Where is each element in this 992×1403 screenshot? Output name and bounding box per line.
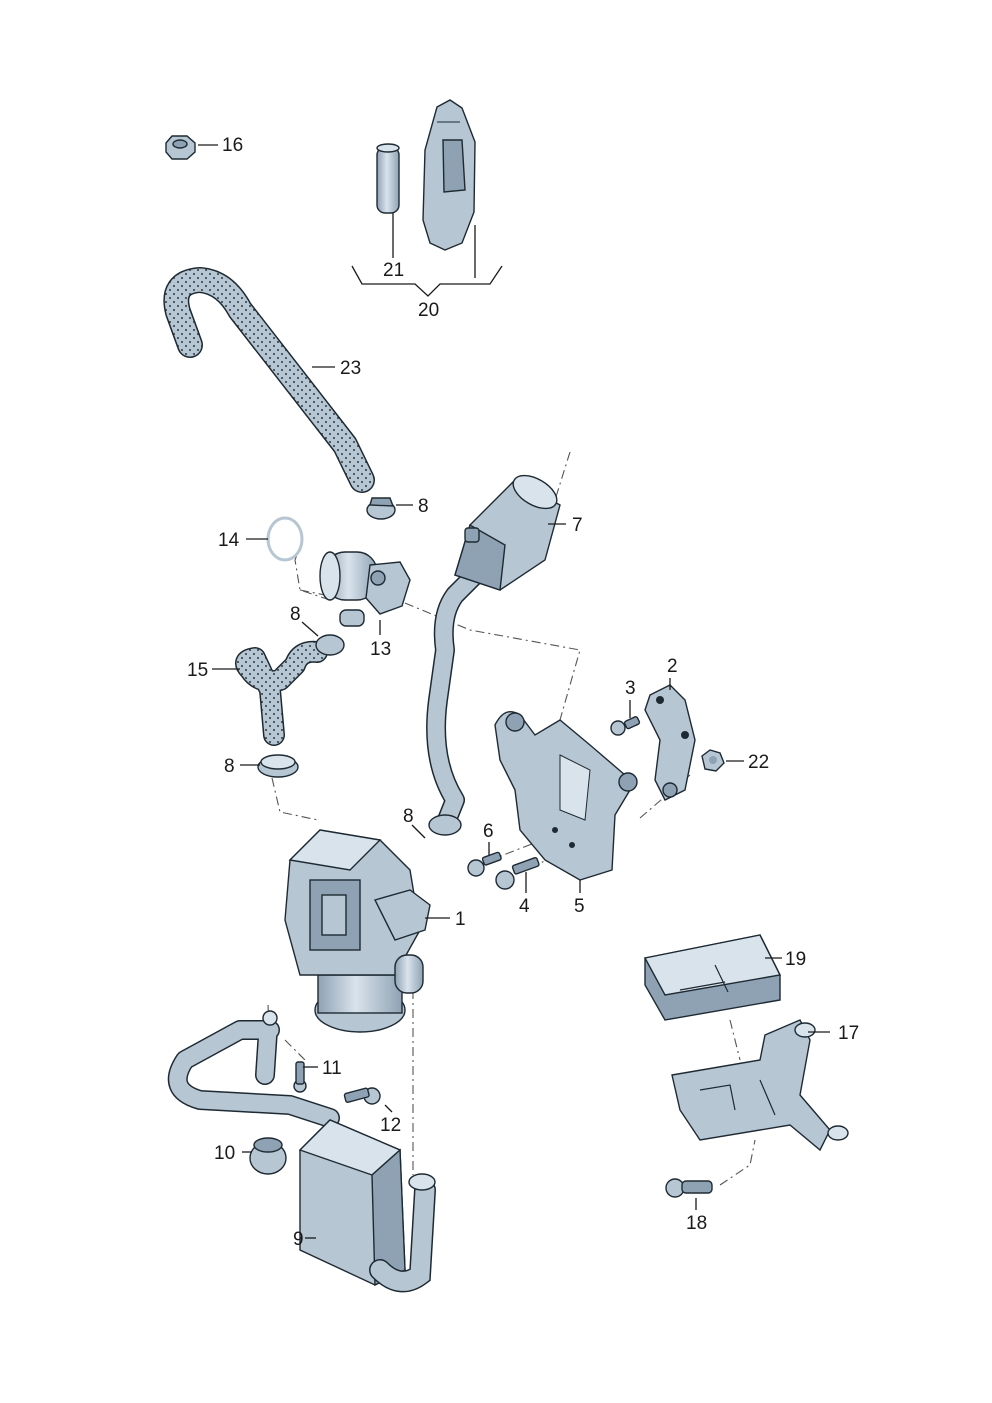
hose-23 — [163, 267, 375, 493]
heat-exchanger-9 — [298, 1119, 436, 1293]
bolt-4 — [495, 856, 540, 890]
callout-22: 22 — [748, 752, 769, 773]
clamp-ring-14 — [266, 516, 304, 562]
callout-2: 2 — [667, 656, 678, 677]
callout-23: 23 — [340, 358, 361, 379]
screw-12 — [343, 1087, 381, 1105]
callout-4: 4 — [519, 896, 530, 917]
sleeve-21 — [376, 143, 400, 214]
callout-14: 14 — [218, 530, 240, 551]
callout-9: 9 — [293, 1229, 304, 1250]
screw-3 — [610, 716, 641, 736]
callout-3: 3 — [625, 678, 636, 699]
nut-22 — [701, 749, 725, 772]
heater-unit-1 — [284, 829, 431, 1033]
callout-17: 17 — [838, 1023, 859, 1044]
plate-2 — [644, 684, 696, 801]
callout-19: 19 — [785, 949, 806, 970]
callout-12: 12 — [380, 1115, 401, 1136]
cover-20 — [422, 99, 476, 251]
callout-6: 6 — [483, 821, 494, 842]
callout-8-mid: 8 — [290, 604, 301, 625]
screw-6 — [467, 851, 502, 877]
control-unit-19 — [643, 934, 782, 1021]
hose-15 — [235, 640, 328, 746]
callout-11: 11 — [322, 1058, 342, 1079]
bolt-18 — [665, 1178, 713, 1198]
clamp-8-bottom — [257, 754, 299, 778]
callout-5: 5 — [574, 896, 585, 917]
hex-nut-16 — [165, 135, 196, 160]
callout-20: 20 — [418, 300, 439, 321]
clamp-8-mid — [315, 634, 345, 656]
clamp-8-top — [366, 497, 396, 520]
callout-10: 10 — [214, 1143, 235, 1164]
leader-lines — [198, 144, 830, 1239]
sensor-7 — [454, 474, 561, 591]
pipe-7-hose — [426, 550, 500, 835]
bracket-5 — [494, 711, 638, 881]
callout-8-pipe: 8 — [403, 806, 414, 827]
clamp-8-pipe — [428, 814, 462, 836]
callout-21: 21 — [383, 260, 404, 281]
pump-13 — [319, 551, 411, 627]
callout-labels: 1 2 3 4 5 6 7 8 8 8 8 9 10 11 12 13 14 1… — [187, 135, 859, 1250]
screw-11 — [293, 1061, 307, 1093]
callout-13: 13 — [370, 639, 391, 660]
exhaust-pipe — [167, 1010, 340, 1128]
callout-18: 18 — [686, 1213, 707, 1234]
callout-7: 7 — [572, 515, 583, 536]
callout-8-top: 8 — [418, 496, 429, 517]
callout-8-bottom: 8 — [224, 756, 235, 777]
callout-1: 1 — [455, 909, 466, 930]
callout-16: 16 — [222, 135, 243, 156]
callout-15: 15 — [187, 660, 208, 681]
mounting-bracket-17 — [671, 1019, 849, 1152]
grommet-10 — [249, 1137, 287, 1175]
